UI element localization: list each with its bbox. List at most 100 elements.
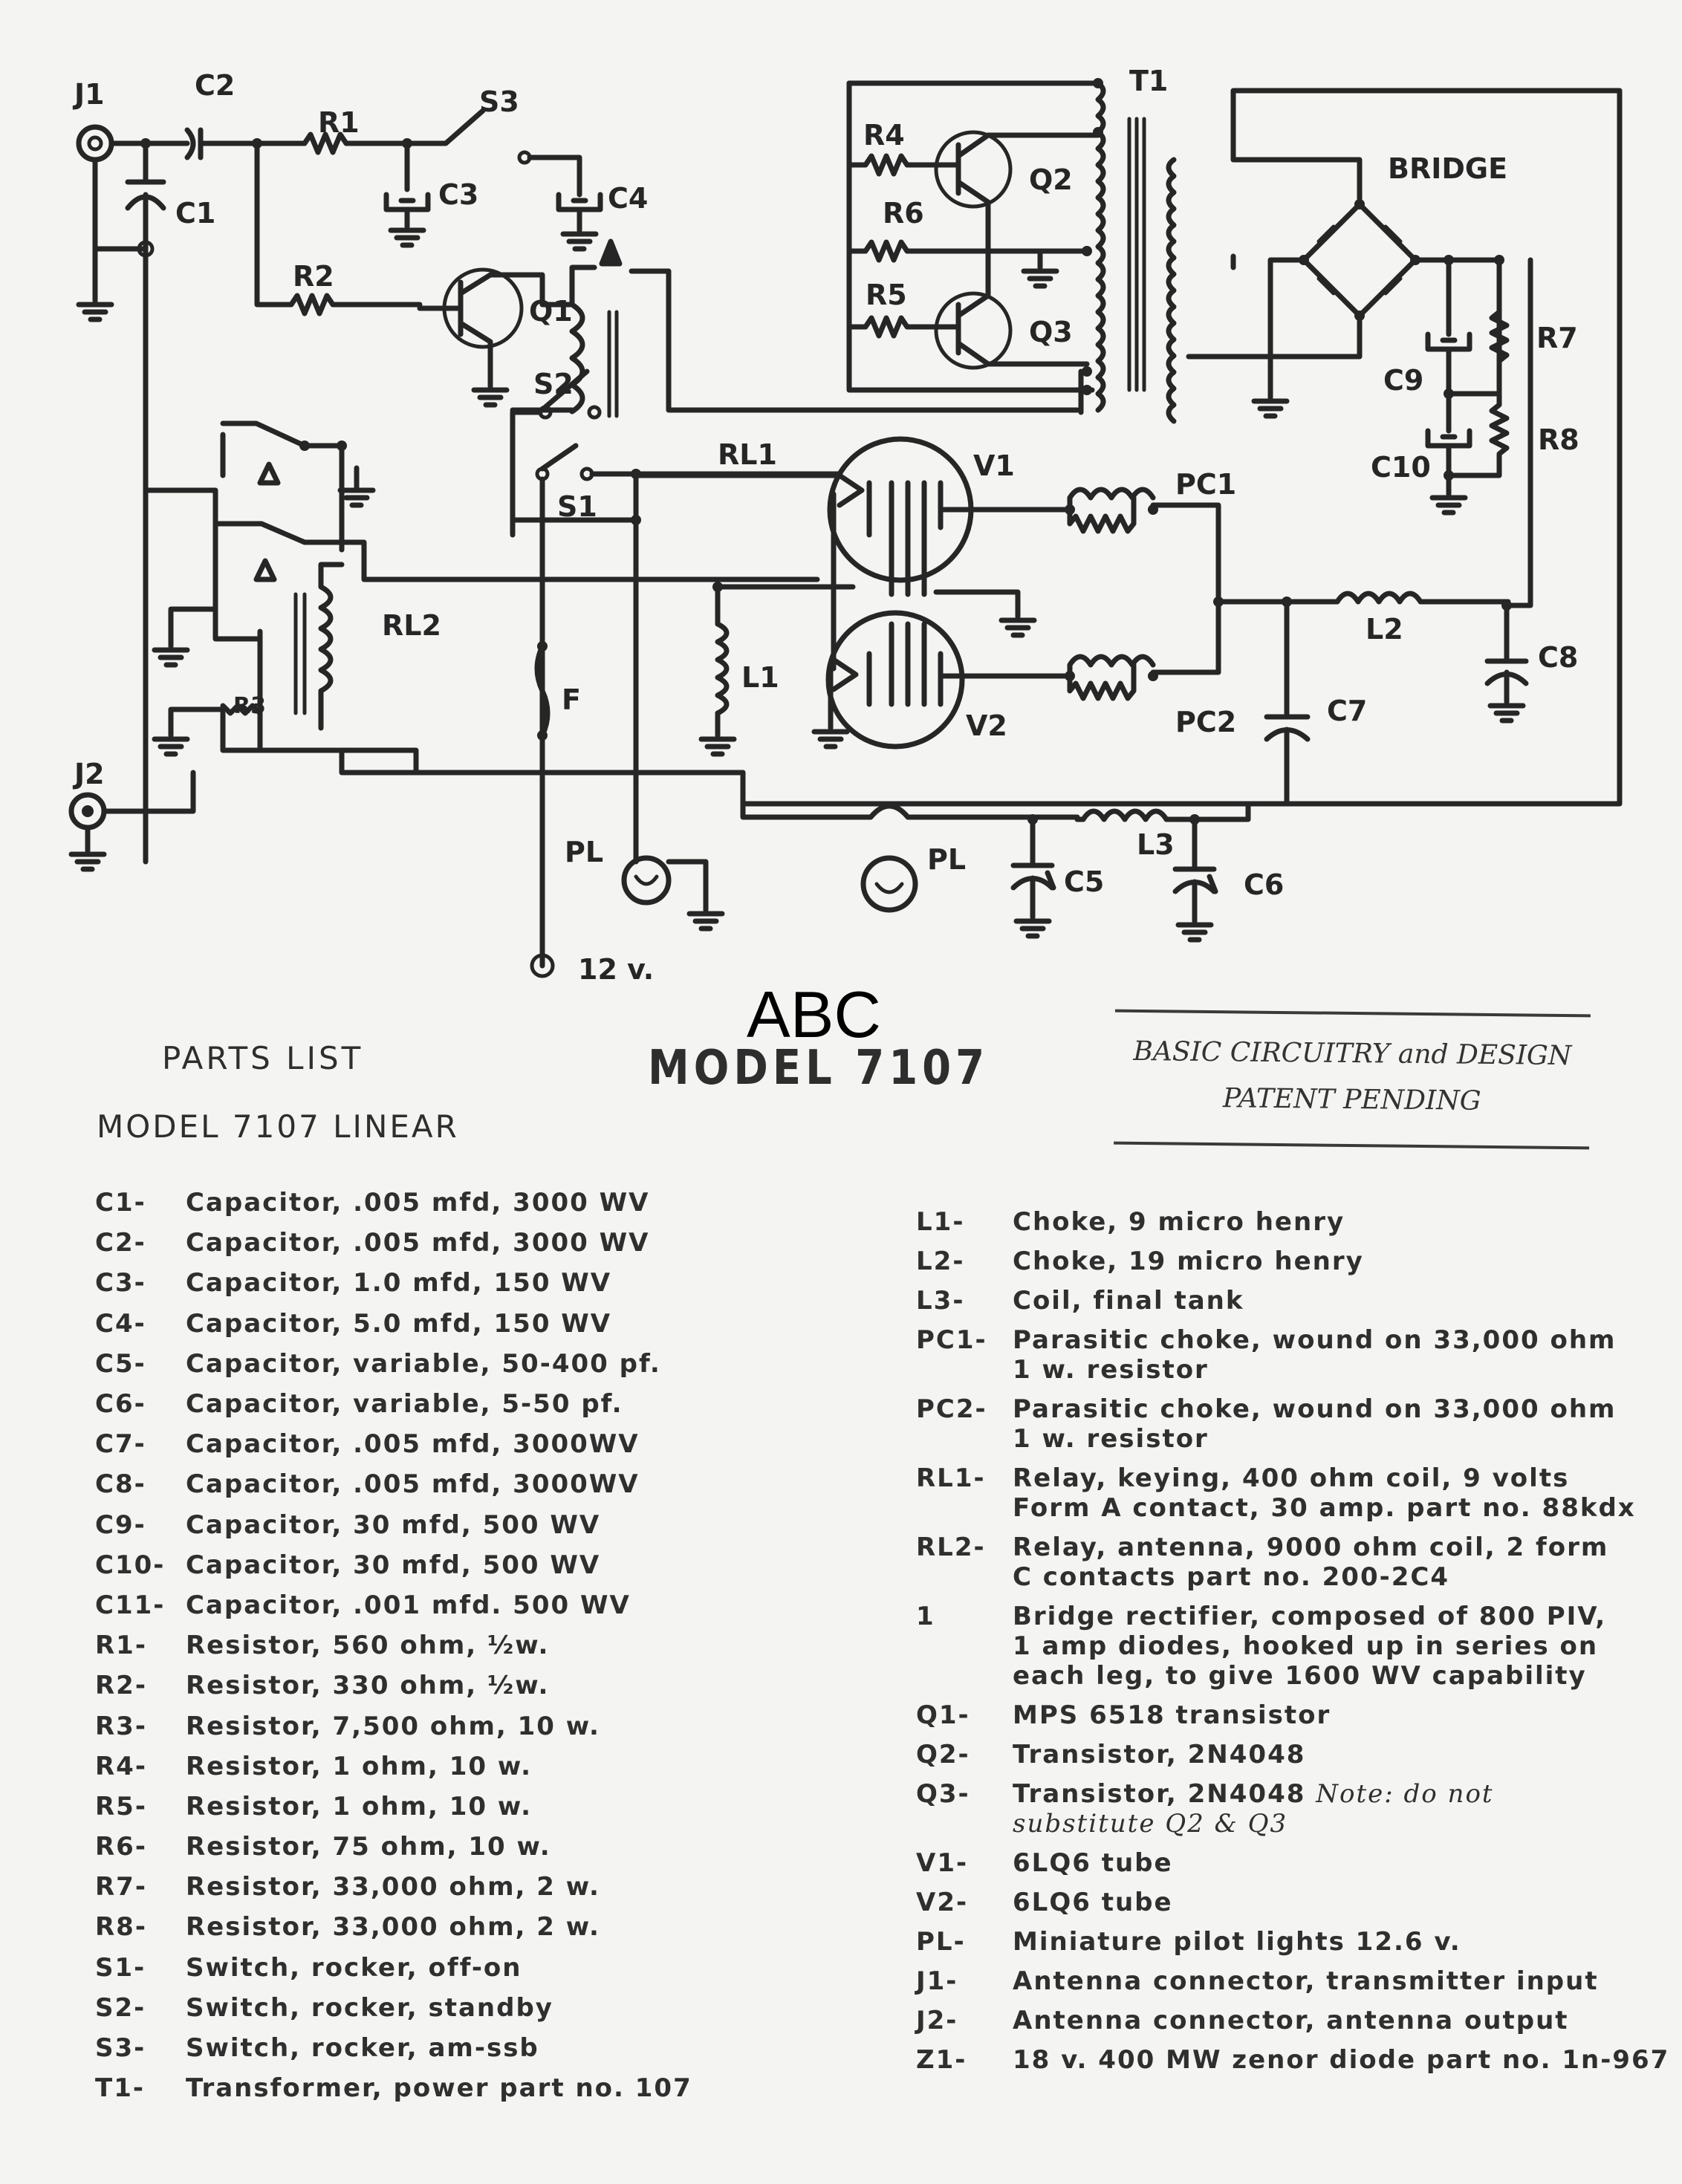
- part-ref: Z1-: [916, 2045, 967, 2075]
- part-ref: V1-: [916, 1848, 969, 1878]
- parts-list-item: C2-Capacitor, .005 mfd, 3000 WV: [95, 1223, 692, 1263]
- part-ref: C10-: [95, 1550, 166, 1580]
- part-description-text: Switch, rocker, am-ssb: [186, 2033, 539, 2064]
- part-description: Resistor, 33,000 ohm, 2 w.: [186, 1872, 600, 1902]
- label-c7: C7: [1327, 695, 1367, 727]
- label-r2: R2: [293, 260, 334, 293]
- r7-resistor: [1446, 257, 1510, 397]
- parts-list-item: PL-Miniature pilot lights 12.6 v.: [916, 1927, 1669, 1957]
- s3-switch: [517, 150, 582, 189]
- part-description: Choke, 19 micro henry: [1013, 1247, 1364, 1276]
- part-description: Transistor, 2N4048: [1013, 1740, 1305, 1769]
- part-description-text: Parasitic choke, wound on 33,000 ohm 1 w…: [1013, 1325, 1617, 1385]
- part-ref: R1-: [95, 1631, 147, 1661]
- parts-list-item: C4-Capacitor, 5.0 mfd, 150 WV: [95, 1304, 692, 1344]
- part-ref: Q3-: [916, 1779, 970, 1809]
- part-description: Capacitor, 1.0 mfd, 150 WV: [186, 1268, 611, 1298]
- part-description-text: MPS 6518 transistor: [1013, 1700, 1331, 1730]
- part-ref: C4-: [95, 1308, 146, 1339]
- label-c5: C5: [1064, 865, 1104, 898]
- parts-list-item: Q1- MPS 6518 transistor: [916, 1700, 1669, 1730]
- part-ref: R8-: [95, 1912, 147, 1943]
- parts-list-item: V1-6LQ6 tube: [916, 1848, 1669, 1878]
- part-description-text: Choke, 9 micro henry: [1013, 1207, 1345, 1237]
- c4-capacitor: [556, 183, 603, 249]
- part-description: Capacitor, .005 mfd, 3000WV: [186, 1469, 640, 1499]
- parts-list-item: J1-Antenna connector, transmitter input: [916, 1966, 1669, 1996]
- c3-capacitor: [383, 140, 431, 245]
- part-ref: Q1-: [916, 1700, 970, 1730]
- patent-line-2: PATENT PENDING: [1222, 1083, 1481, 1117]
- part-description-text: Capacitor, 30 mfd, 500 WV: [186, 1550, 601, 1580]
- label-rl2: RL2: [382, 609, 441, 642]
- part-description: Switch, rocker, am-ssb: [186, 2033, 539, 2063]
- l2-choke: [1213, 591, 1512, 611]
- parts-list-item: L3-Coil, final tank: [916, 1286, 1669, 1316]
- parts-list-item: Z1- 18 v. 400 MW zenor diode part no. 1n-…: [916, 2045, 1669, 2075]
- part-description-text: Resistor, 7,500 ohm, 10 w.: [186, 1711, 600, 1741]
- part-description: Resistor, 75 ohm, 10 w.: [186, 1832, 551, 1862]
- part-ref: PC2-: [916, 1394, 987, 1424]
- part-ref: 1: [916, 1602, 935, 1631]
- part-description: Transistor, 2N4048 Note: do not substitu…: [1013, 1779, 1494, 1839]
- part-description-text: Antenna connector, antenna output: [1013, 2006, 1569, 2035]
- label-c9: C9: [1383, 364, 1423, 397]
- part-description-text: Resistor, 33,000 ohm, 2 w.: [186, 1872, 600, 1902]
- q3-transistor: [846, 248, 1090, 370]
- part-description: Resistor, 330 ohm, ½w.: [186, 1671, 549, 1700]
- label-r7: R7: [1536, 322, 1578, 354]
- part-description: Transformer, power part no. 107: [186, 2073, 692, 2103]
- part-ref: R6-: [95, 1832, 147, 1862]
- part-description-text: Capacitor, .005 mfd, 3000 WV: [186, 1188, 650, 1218]
- parts-list-item: C11-Capacitor, .001 mfd. 500 WV: [95, 1585, 692, 1625]
- part-description: Parasitic choke, wound on 33,000 ohm 1 w…: [1013, 1325, 1616, 1385]
- part-description: Capacitor, .001 mfd. 500 WV: [186, 1590, 631, 1620]
- parts-list-item: C6-Capacitor, variable, 5-50 pf.: [95, 1384, 692, 1424]
- label-v1: V1: [973, 449, 1015, 482]
- part-description-text: Transformer, power part no. 107: [186, 2073, 692, 2104]
- label-pc2: PC2: [1175, 706, 1236, 738]
- parts-list-item: R2- Resistor, 330 ohm, ½w.: [95, 1665, 692, 1706]
- label-pl-1: PL: [565, 836, 603, 868]
- part-description-text: Resistor, 1 ohm, 10 w.: [186, 1791, 533, 1821]
- label-c8: C8: [1538, 641, 1578, 674]
- part-description-text: Capacitor, variable, 50-400 pf.: [186, 1348, 661, 1379]
- part-ref: J2-: [916, 2006, 958, 2035]
- bridge-rectifier: [740, 88, 1623, 807]
- label-s1: S1: [557, 490, 597, 523]
- model-title: MODEL 7107: [648, 1040, 990, 1096]
- label-r3: R3: [233, 693, 266, 719]
- label-r5: R5: [866, 279, 907, 311]
- parts-list-item: R1-Resistor, 560 ohm, ½w.: [95, 1625, 692, 1665]
- parts-list-item: C3-Capacitor, 1.0 mfd, 150 WV: [95, 1263, 692, 1303]
- parts-list-item: RL2-Relay, antenna, 9000 ohm coil, 2 for…: [916, 1533, 1669, 1592]
- pc2-choke: [1065, 599, 1221, 701]
- l3-coil: [1027, 801, 1251, 825]
- parts-list-item: J2- Antenna connector, antenna output: [916, 2006, 1669, 2035]
- j2-connector: [68, 770, 196, 869]
- part-description: 6LQ6 tube: [1013, 1888, 1173, 1917]
- part-description: Resistor, 33,000 ohm, 2 w.: [186, 1912, 600, 1942]
- pc1-choke: [1065, 487, 1221, 605]
- part-description-text: Capacitor, .005 mfd, 3000WV: [186, 1429, 640, 1460]
- label-j1: J1: [72, 78, 105, 111]
- c1-capacitor: [92, 138, 166, 865]
- c10-capacitor: [1425, 391, 1472, 513]
- part-ref: R2-: [95, 1671, 147, 1701]
- part-description-text: Resistor, 33,000 ohm, 2 w.: [186, 1912, 600, 1943]
- part-description-text: Switch, rocker, standby: [186, 1992, 553, 2023]
- parts-list-item: PC2- Parasitic choke, wound on 33,000 ohm…: [916, 1394, 1669, 1454]
- j1-connector: [76, 124, 190, 319]
- part-description-text: Capacitor, 1.0 mfd, 150 WV: [186, 1268, 612, 1299]
- parts-list-item: T1-Transformer, power part no. 107: [95, 2068, 692, 2108]
- t1-transformer: [846, 78, 1177, 424]
- part-description: Coil, final tank: [1013, 1286, 1244, 1316]
- part-description-text: Capacitor, 30 mfd, 500 WV: [186, 1509, 601, 1540]
- part-description: Capacitor, 30 mfd, 500 WV: [186, 1510, 600, 1540]
- part-description: Parasitic choke, wound on 33,000 ohm 1 w…: [1013, 1394, 1616, 1454]
- part-description-text: 18 v. 400 MW zenor diode part no. 1n-967: [1013, 2045, 1670, 2075]
- part-ref: C7-: [95, 1429, 146, 1460]
- part-ref: L1-: [916, 1207, 965, 1237]
- part-description: Capacitor, 30 mfd, 500 WV: [186, 1550, 600, 1580]
- parts-list-subtitle: MODEL 7107 LINEAR: [97, 1108, 459, 1145]
